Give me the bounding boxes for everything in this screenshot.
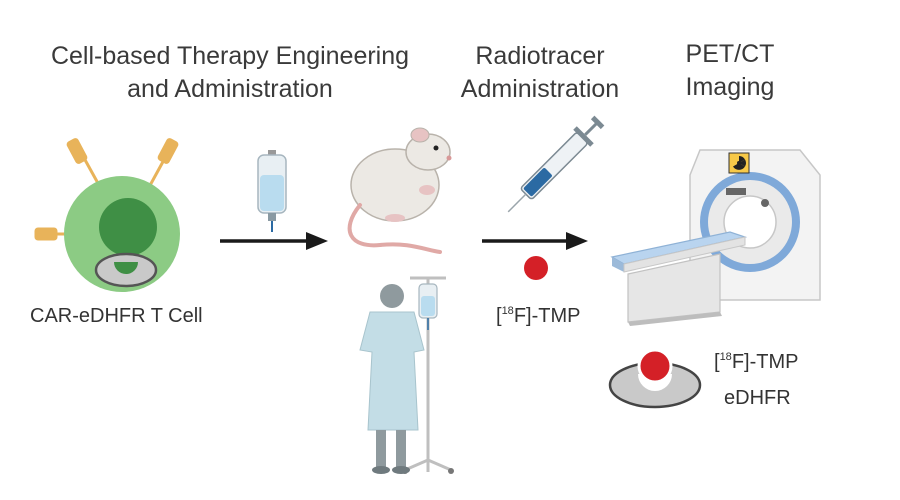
t-cell-icon	[34, 138, 180, 292]
heading-radiotracer-line2: Administration	[460, 75, 620, 103]
heading-engineering-line1: Cell-based Therapy Engineering	[50, 42, 410, 70]
heading-imaging-line1: PET/CT	[685, 40, 775, 68]
patient-iv-icon	[359, 276, 454, 474]
cell-label: CAR-eDHFR T Cell	[30, 305, 203, 327]
legend-tracer-bracket: [	[714, 351, 720, 373]
heading-radiotracer: Radiotracer Administration	[440, 40, 640, 106]
legend-receptor-label: eDHFR	[724, 387, 791, 409]
heading-imaging-line2: Imaging	[685, 73, 775, 101]
legend-tracer-isotope: 18	[719, 351, 732, 363]
legend-tracer-name: F]-TMP	[731, 351, 799, 373]
legend-receptor-icon	[608, 348, 702, 409]
radiation-icon	[728, 152, 750, 174]
heading-engineering-line2: and Administration	[127, 75, 333, 103]
arrow-2	[482, 232, 588, 250]
syringe-icon	[507, 115, 605, 213]
rat-icon	[347, 127, 452, 254]
tracer-name: F]-TMP	[513, 305, 581, 327]
arrow-1	[220, 232, 328, 250]
heading-imaging: PET/CT Imaging	[660, 38, 800, 104]
tracer-label: [18F]-TMP	[496, 304, 580, 331]
iv-bag-icon	[257, 150, 287, 232]
heading-engineering: Cell-based Therapy Engineering and Admin…	[30, 40, 430, 106]
heading-radiotracer-line1: Radiotracer	[475, 42, 605, 70]
tracer-isotope: 18	[501, 305, 514, 317]
tracer-dot	[524, 256, 548, 280]
legend-tracer-label: [18F]-TMP	[714, 350, 798, 377]
tracer-bracket: [	[496, 305, 502, 327]
pet-ct-scanner-icon	[610, 149, 821, 326]
